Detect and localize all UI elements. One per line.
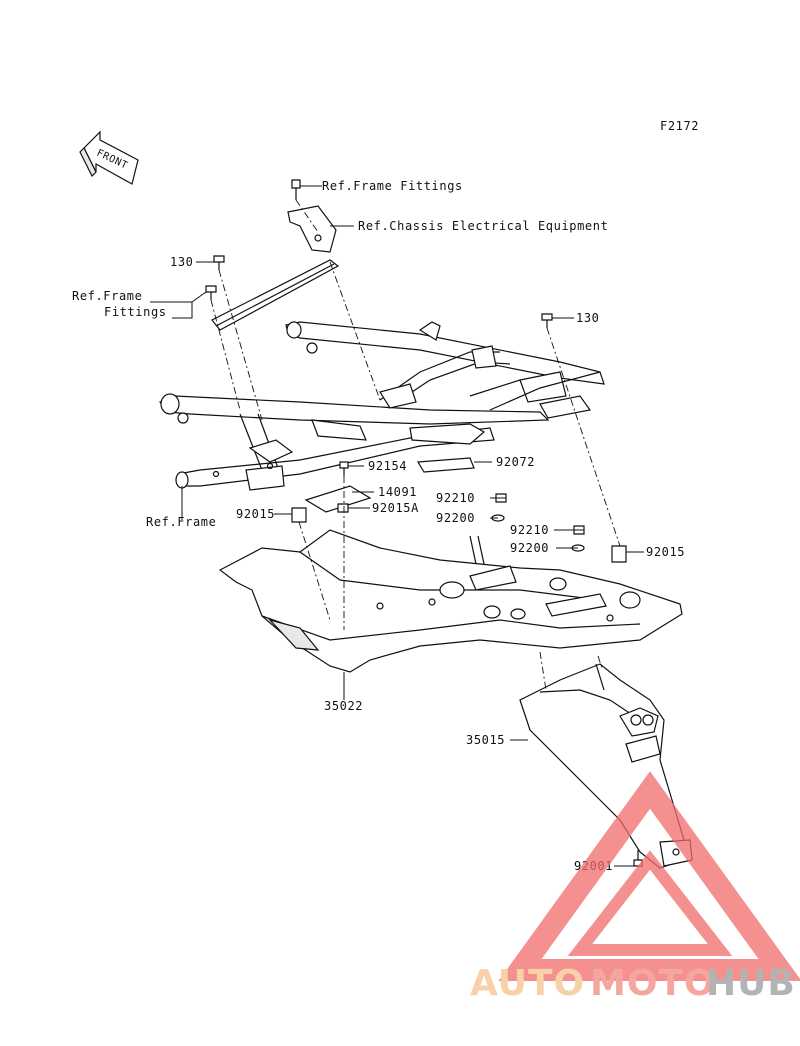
- label-130-left: 130: [170, 255, 193, 269]
- front-arrow-icon: FRONT: [79, 130, 139, 185]
- leader-lines: [150, 185, 644, 867]
- long-bar-part: [211, 259, 340, 331]
- label-92200-a: 92200: [436, 511, 475, 525]
- diagram-code: F2172: [660, 119, 699, 133]
- label-92072: 92072: [496, 455, 535, 469]
- clip-92072: [416, 457, 475, 473]
- bolt-130-right: [541, 313, 553, 328]
- label-92015-left: 92015: [236, 507, 275, 521]
- watermark-auto: AUTO: [470, 963, 585, 1004]
- label-92210-a: 92210: [436, 491, 475, 505]
- undertray-35022: [218, 529, 683, 673]
- align-line: [539, 651, 547, 691]
- collar-92015-right: [611, 545, 627, 563]
- align-line: [298, 521, 331, 621]
- label-130-right: 130: [576, 311, 599, 325]
- label-92015-right: 92015: [646, 545, 685, 559]
- label-ref-frame-fittings-top: Ref.Frame Fittings: [322, 179, 463, 193]
- align-line: [546, 327, 621, 547]
- watermark-hub: HUB: [706, 963, 796, 1004]
- watermark-moto: MOTO: [590, 963, 716, 1004]
- label-ref-chassis-electrical: Ref.Chassis Electrical Equipment: [358, 219, 608, 233]
- collar-92015a: [337, 503, 349, 513]
- collar-92015-left: [291, 507, 307, 523]
- bolt-92154: [339, 461, 349, 476]
- electrical-bracket: [287, 179, 337, 253]
- label-92154: 92154: [368, 459, 407, 473]
- label-35022: 35022: [324, 699, 363, 713]
- label-92015a: 92015A: [372, 501, 419, 515]
- rear-fender-35015: [519, 663, 693, 869]
- bolt-ref-left: [205, 285, 217, 300]
- label-ref-frame: Ref.Frame: [146, 515, 216, 529]
- label-ref-frame-fittings-left-2: Fittings: [104, 305, 167, 319]
- bolt-130-left: [213, 255, 225, 270]
- warning-triangle-icon: [498, 771, 800, 981]
- align-line: [295, 199, 319, 233]
- label-92200-b: 92200: [510, 541, 549, 555]
- label-35015: 35015: [466, 733, 505, 747]
- align-line: [597, 655, 603, 669]
- align-line: [218, 269, 263, 421]
- label-14091: 14091: [378, 485, 417, 499]
- label-92210-b: 92210: [510, 523, 549, 537]
- align-line: [210, 299, 241, 411]
- align-line: [329, 261, 381, 401]
- label-ref-frame-fittings-left-1: Ref.Frame: [72, 289, 142, 303]
- watermark-logo: AUTO MOTO HUB: [470, 771, 800, 1004]
